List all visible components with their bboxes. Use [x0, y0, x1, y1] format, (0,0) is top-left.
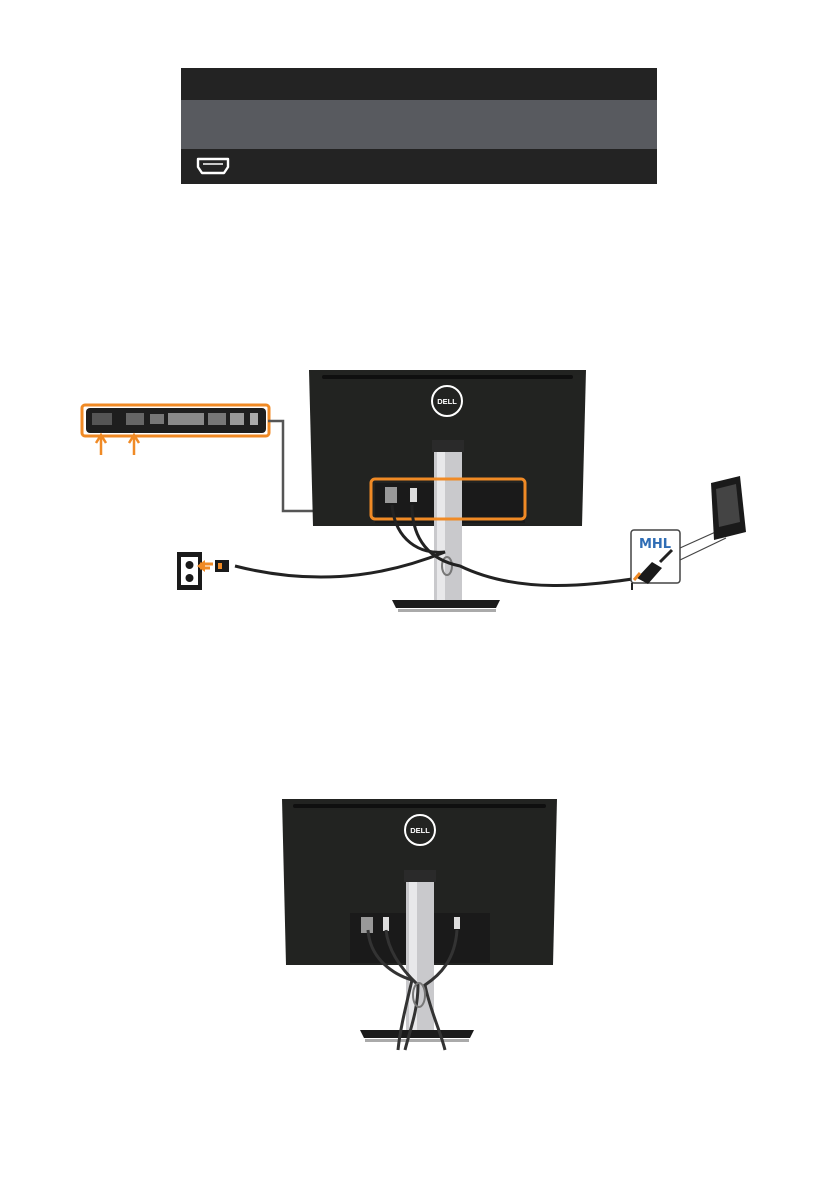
monitor-rear-2: DELL [282, 799, 557, 1050]
svg-text:DELL: DELL [410, 826, 430, 835]
